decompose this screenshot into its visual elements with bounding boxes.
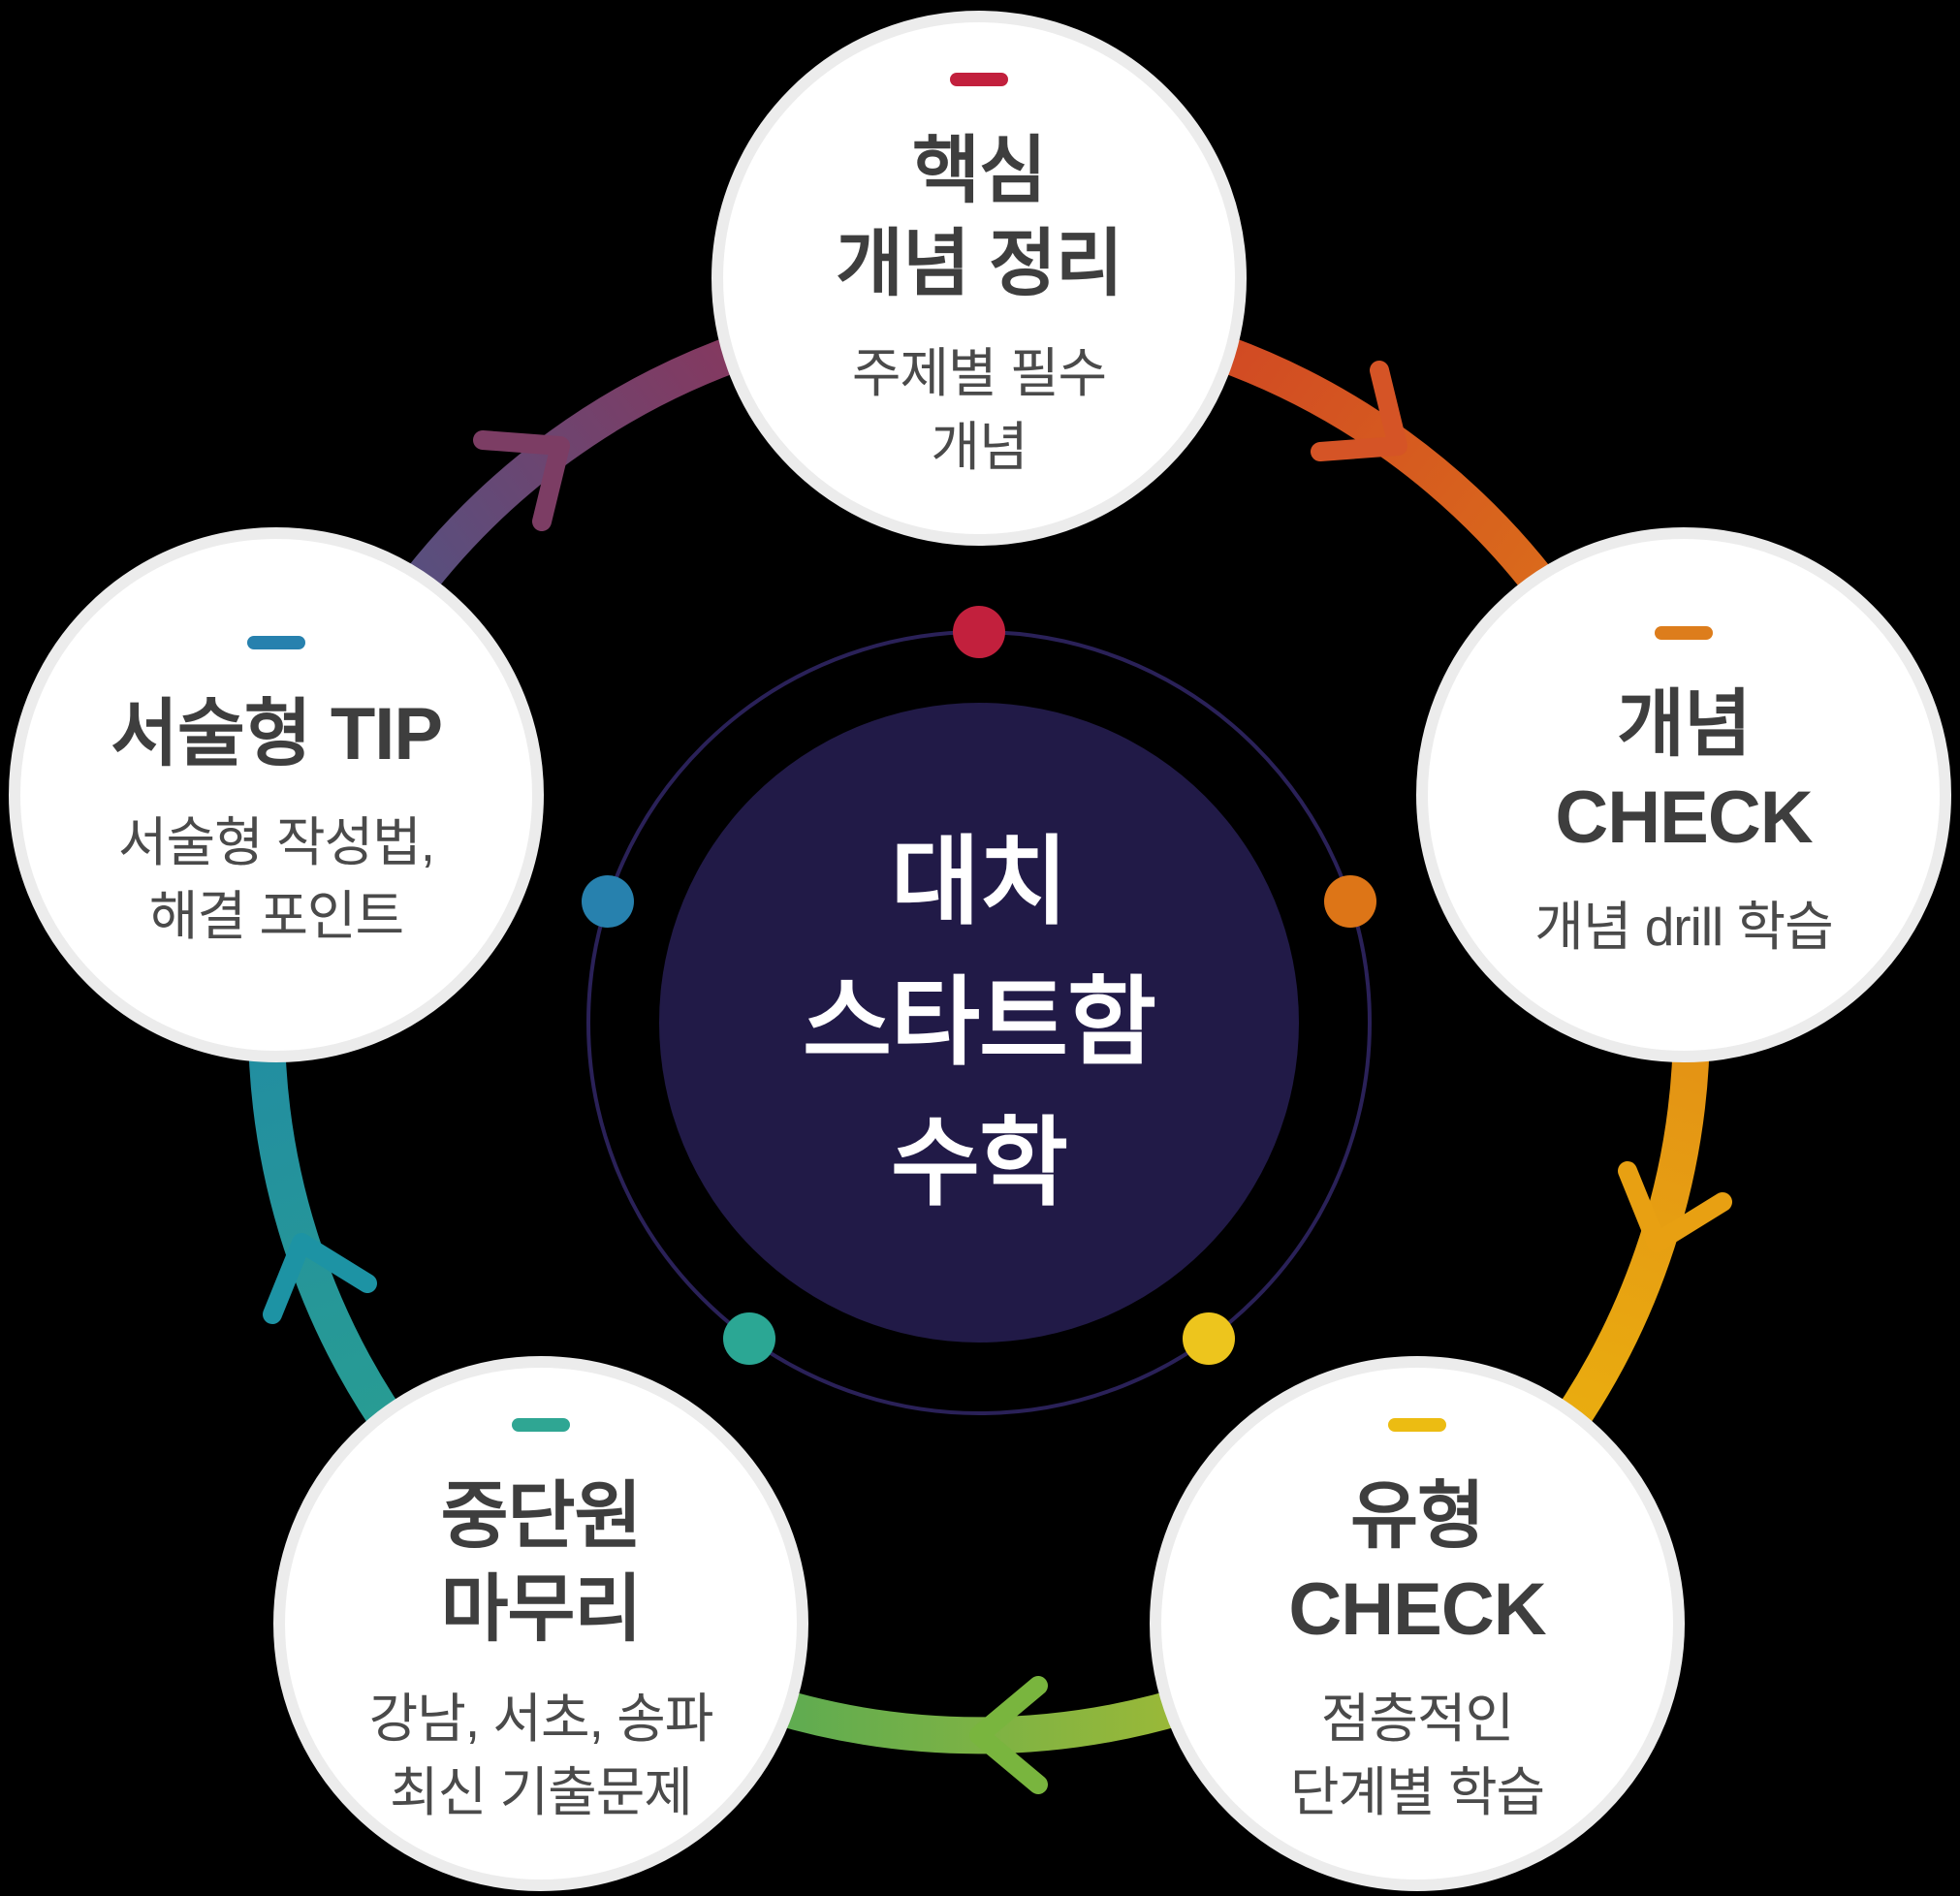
node-title-line: CHECK bbox=[1555, 776, 1813, 860]
arrowhead-right-icon bbox=[1618, 1161, 1732, 1252]
accent-dash-icon bbox=[247, 635, 305, 649]
node-title-line: 마무리 bbox=[440, 1568, 643, 1652]
node-title-line: 개념 정리 bbox=[836, 223, 1123, 306]
node-type-check: 유형 CHECK 점층적인 단계별 학습 bbox=[1150, 1356, 1685, 1891]
node-core-concept-summary: 핵심 개념 정리 주제별 필수 개념 bbox=[711, 11, 1247, 546]
ring-dot-yellow bbox=[1183, 1312, 1235, 1365]
node-subtitle: 강남, 서초, 송파 최신 기출문제 bbox=[368, 1683, 714, 1830]
node-subtitle: 점층적인 단계별 학습 bbox=[1289, 1683, 1545, 1830]
center-circle bbox=[659, 703, 1299, 1343]
node-subtitle-line: 단계별 학습 bbox=[1289, 1761, 1545, 1822]
ring-dot-blue bbox=[582, 875, 634, 928]
accent-dash-icon bbox=[1388, 1417, 1446, 1432]
node-subtitle-line: 강남, 서초, 송파 bbox=[368, 1688, 714, 1749]
node-mid-unit-wrapup: 중단원 마무리 강남, 서초, 송파 최신 기출문제 bbox=[273, 1356, 808, 1891]
node-subtitle-line: 개념 drill 학습 bbox=[1534, 896, 1834, 957]
node-concept-check: 개념 CHECK 개념 drill 학습 bbox=[1416, 527, 1951, 1062]
center-title-line: 스타트함 bbox=[803, 967, 1156, 1077]
node-title: 개념 CHECK bbox=[1555, 679, 1813, 866]
ring-dot-orange bbox=[1324, 875, 1376, 928]
node-title-line: 개념 bbox=[1617, 682, 1752, 766]
center-title: 대치 스타트함 수학 bbox=[659, 703, 1299, 1343]
node-title: 유형 CHECK bbox=[1288, 1470, 1546, 1658]
node-subtitle-line: 해결 포인트 bbox=[148, 886, 404, 947]
center-title-line: 수학 bbox=[891, 1108, 1068, 1217]
node-subtitle-line: 개념 bbox=[931, 416, 1027, 477]
arrowhead-left-icon bbox=[263, 1233, 377, 1324]
arrowhead-bottom-icon bbox=[969, 1676, 1048, 1794]
node-subtitle-line: 점층적인 bbox=[1320, 1688, 1514, 1749]
node-title-line: 핵심 bbox=[912, 129, 1047, 212]
node-subtitle: 개념 drill 학습 bbox=[1534, 891, 1834, 964]
accent-dash-icon bbox=[512, 1417, 570, 1432]
accent-dash-icon bbox=[1655, 625, 1713, 640]
node-subtitle: 서술형 작성법, 해결 포인트 bbox=[117, 806, 435, 954]
node-title-line: 중단원 bbox=[440, 1474, 643, 1558]
arrowhead-top-left-icon bbox=[473, 430, 570, 531]
node-subtitle-line: 주제별 필수 bbox=[851, 342, 1107, 403]
node-title-line: CHECK bbox=[1288, 1568, 1546, 1652]
node-title-line: 서술형 TIP bbox=[110, 692, 443, 775]
node-title: 중단원 마무리 bbox=[440, 1470, 643, 1658]
ring-dot-red bbox=[953, 606, 1005, 658]
accent-dash-icon bbox=[950, 72, 1008, 86]
node-title: 서술형 TIP bbox=[110, 688, 443, 782]
node-subtitle-line: 서술형 작성법, bbox=[117, 812, 435, 873]
node-essay-tip: 서술형 TIP 서술형 작성법, 해결 포인트 bbox=[9, 527, 544, 1062]
arrowhead-top-right-icon bbox=[1311, 361, 1407, 461]
node-title-line: 유형 bbox=[1350, 1474, 1485, 1558]
ring-dot-teal bbox=[723, 1312, 775, 1365]
node-subtitle: 주제별 필수 개념 bbox=[851, 337, 1107, 485]
node-title: 핵심 개념 정리 bbox=[836, 125, 1123, 312]
node-subtitle-line: 최신 기출문제 bbox=[390, 1761, 693, 1822]
center-title-line: 대치 bbox=[891, 827, 1068, 936]
